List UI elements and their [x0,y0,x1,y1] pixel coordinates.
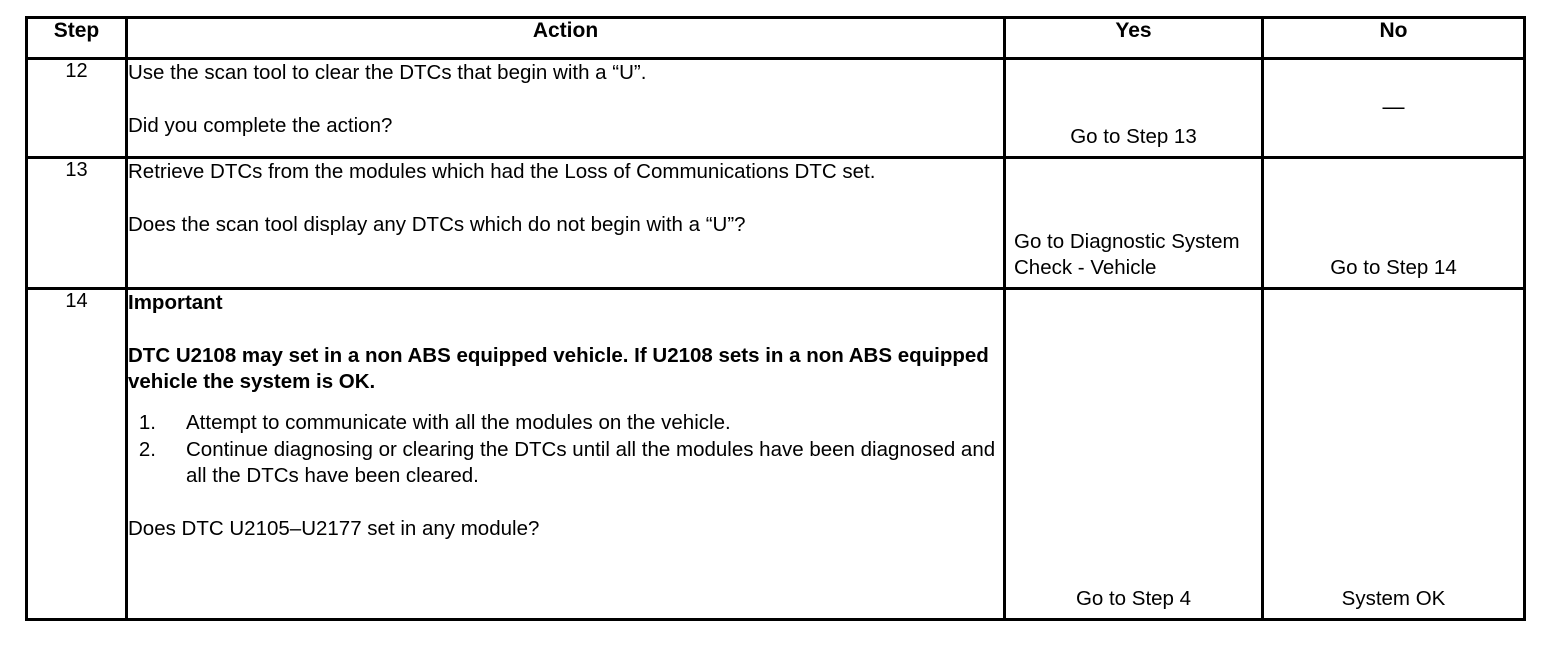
step-number: 12 [25,57,128,159]
yes-answer-cell: Go to Diagnostic System Check - Vehicle [1003,156,1264,290]
action-question: Does DTC U2105–U2177 set in any module? [128,516,540,540]
step-number: 13 [25,156,128,290]
column-header-step: Step [25,16,128,60]
table-row: 14 Important DTC U2108 may set in a non … [25,287,1526,621]
column-header-action: Action [125,16,1006,60]
yes-answer-text: Go to Step 4 [1075,587,1192,611]
table-header-row: Step Action Yes No [25,16,1526,60]
list-item-marker: 2. [138,437,156,461]
no-answer-cell: — [1261,57,1526,159]
action-question: Did you complete the action? [128,113,393,137]
yes-answer-cell: Go to Step 13 [1003,57,1264,159]
column-header-no: No [1261,16,1526,60]
list-item: 1. Attempt to communicate with all the m… [128,410,1003,437]
yes-answer-cell: Go to Step 4 [1003,287,1264,621]
diagnostic-procedure-table: Step Action Yes No 12 Use the scan tool … [25,16,1526,621]
list-item: 2. Continue diagnosing or clearing the D… [128,437,1003,490]
important-heading: Important [128,291,223,314]
column-header-yes: Yes [1003,16,1264,60]
action-step-list: 1. Attempt to communicate with all the m… [128,410,1003,490]
action-content: Use the scan tool to clear the DTCs that… [125,57,1006,159]
no-answer-cell: Go to Step 14 [1261,156,1526,290]
step-number: 14 [25,287,128,621]
spacer [128,396,1003,410]
action-content: Retrieve DTCs from the modules which had… [125,156,1006,290]
action-statement: Retrieve DTCs from the modules which had… [128,160,876,183]
no-answer-text: System OK [1341,587,1446,611]
list-item-marker: 1. [138,410,156,434]
spacer [128,87,1003,113]
spacer [128,317,1003,343]
table-body: 12 Use the scan tool to clear the DTCs t… [25,57,1526,621]
yes-answer-text: Go to Step 13 [1070,125,1197,149]
spacer [128,186,1003,212]
list-item-text: Attempt to communicate with all the modu… [186,410,731,434]
important-note-text: DTC U2108 may set in a non ABS equipped … [128,343,989,394]
table-row: 12 Use the scan tool to clear the DTCs t… [25,57,1526,159]
no-answer-text: — [1382,94,1405,120]
no-answer-cell: System OK [1261,287,1526,621]
no-answer-text: Go to Step 14 [1330,256,1457,280]
table-row: 13 Retrieve DTCs from the modules which … [25,156,1526,290]
action-statement: Use the scan tool to clear the DTCs that… [128,61,647,84]
list-item-text: Continue diagnosing or clearing the DTCs… [186,437,996,488]
table-header: Step Action Yes No [25,16,1526,60]
action-content: Important DTC U2108 may set in a non ABS… [125,287,1006,621]
yes-answer-text: Go to Diagnostic System Check - Vehicle [1014,229,1240,280]
spacer [128,490,1003,516]
action-question: Does the scan tool display any DTCs whic… [128,212,746,236]
